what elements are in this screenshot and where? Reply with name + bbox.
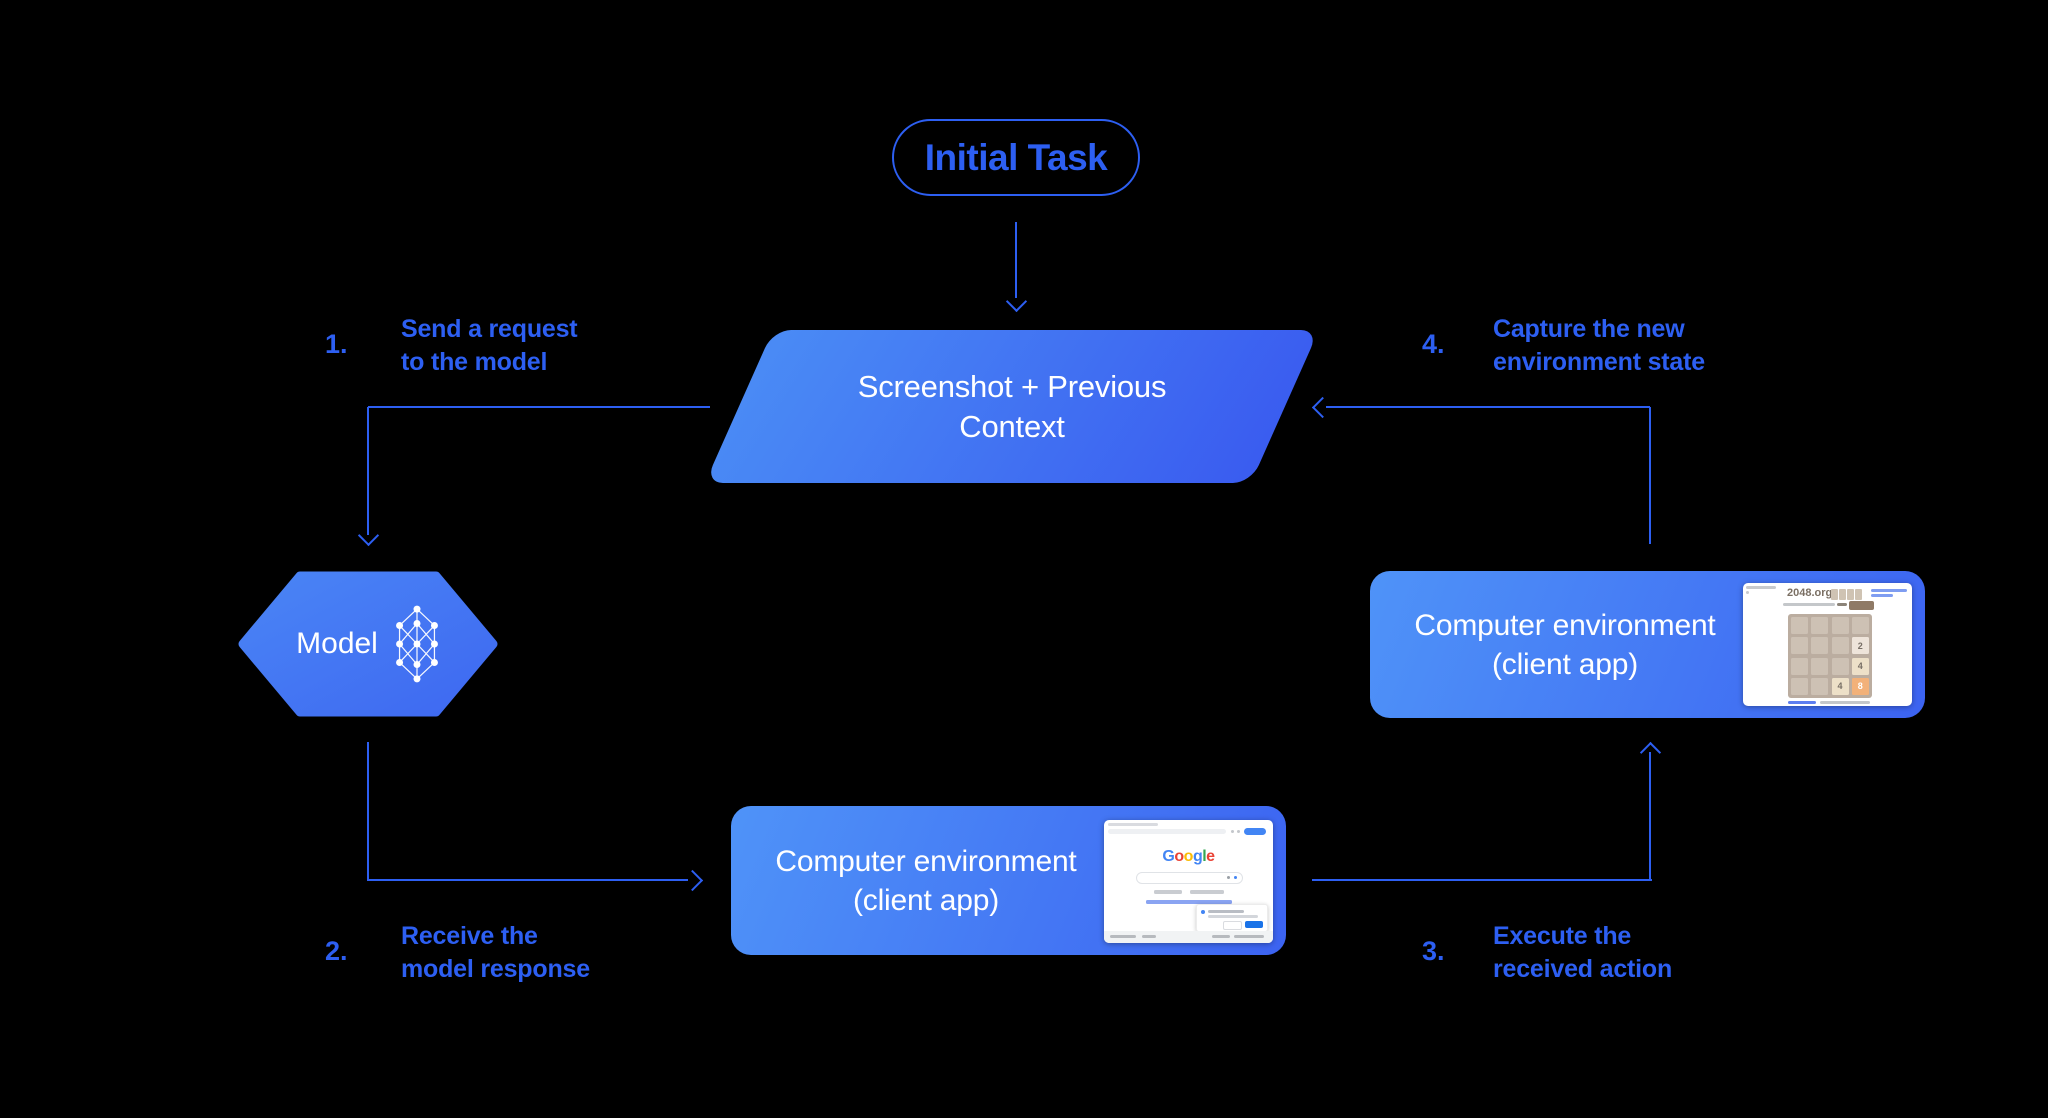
search-input	[1136, 872, 1243, 884]
env-right-line1: Computer environment	[1414, 608, 1716, 642]
env-right-line2: (client app)	[1491, 647, 1638, 681]
browser-menu-dot	[1237, 830, 1240, 833]
site-title: 2048.org	[1787, 587, 1833, 599]
browser-chrome-dot	[1746, 591, 1749, 594]
tagline-bold-bar	[1837, 602, 1847, 606]
initial-task-label: Initial Task	[924, 136, 1108, 178]
signin-dialog	[1196, 904, 1268, 932]
score-box	[1839, 589, 1846, 600]
footer-link-bar	[1110, 935, 1136, 938]
step-4-number: 4.	[1422, 329, 1445, 359]
connector-env-to-context	[1326, 406, 1650, 408]
footer-link-bar	[1234, 935, 1264, 938]
browser-menu-dot	[1231, 830, 1234, 833]
arrowhead-right-icon	[681, 869, 704, 892]
dialog-secondary-button	[1223, 921, 1242, 930]
arrowhead-down-icon	[1005, 290, 1028, 313]
score-box	[1831, 589, 1838, 600]
search-button-bar	[1154, 890, 1182, 894]
score-box	[1847, 589, 1854, 600]
connector-env-to-env-rise	[1649, 752, 1651, 880]
tile-4: 4	[1831, 677, 1849, 695]
mic-icon	[1227, 876, 1230, 879]
arrowhead-up-icon	[1639, 741, 1662, 764]
connector-env-to-context-rise	[1649, 407, 1651, 544]
model-node: Model	[238, 571, 498, 717]
score-box	[1855, 589, 1862, 600]
address-bar	[1108, 829, 1226, 834]
new-game-button	[1849, 601, 1874, 610]
step-2-number: 2.	[325, 936, 348, 966]
language-links-bar	[1146, 900, 1232, 904]
dialog-text-bar	[1208, 915, 1258, 918]
step-3-number: 3.	[1422, 936, 1445, 966]
page-footer	[1104, 931, 1273, 943]
lens-icon	[1234, 876, 1237, 879]
signin-pill-button	[1244, 828, 1266, 835]
google-search-thumbnail: Google	[1104, 820, 1273, 943]
connector-model-to-env-run	[368, 879, 688, 881]
model-label: Model	[296, 627, 378, 660]
hexagon-shape	[238, 571, 498, 717]
env-bottom-line1: Computer environment	[775, 844, 1077, 878]
game-grid: 2 4 4 8	[1788, 614, 1872, 698]
header-link-bar	[1871, 589, 1907, 592]
footer-link-bar	[1142, 935, 1156, 938]
2048-game-thumbnail: 2048.org 2 4 4 8	[1743, 583, 1912, 706]
connector-model-to-env	[367, 742, 369, 881]
arrowhead-down-icon	[357, 524, 380, 547]
step-1-number: 1.	[325, 329, 348, 359]
step-4-label: Capture the new environment state	[1493, 315, 1705, 376]
lucky-button-bar	[1190, 890, 1224, 894]
step-2-label: Receive the model response	[401, 922, 590, 983]
connector-task-to-context	[1015, 222, 1017, 298]
screenshot-context-node: Screenshot + Previous Context	[704, 330, 1319, 483]
google-logo: Google	[1162, 848, 1215, 865]
computer-environment-node-right: Computer environment (client app) 2048.o…	[1370, 571, 1925, 718]
connector-context-to-model	[368, 406, 710, 408]
footer-link-bar	[1788, 701, 1816, 704]
arrowhead-left-icon	[1311, 396, 1334, 419]
neural-network-icon	[395, 605, 438, 683]
tagline-bar	[1783, 603, 1835, 606]
browser-chrome-bar	[1746, 586, 1776, 589]
env-bottom-line2: (client app)	[852, 883, 999, 917]
computer-environment-node-bottom: Computer environment (client app) Google	[731, 806, 1286, 955]
dialog-text-bar	[1208, 910, 1244, 913]
initial-task-node: Initial Task	[892, 119, 1140, 196]
screenshot-context-line2: Context	[959, 408, 1065, 444]
tile-8: 8	[1851, 677, 1869, 695]
dialog-primary-button	[1245, 921, 1263, 928]
footer-link-bar	[1212, 935, 1230, 938]
browser-tab-bar	[1108, 823, 1158, 826]
header-link-bar	[1871, 594, 1893, 597]
step-1-label: Send a request to the model	[401, 315, 578, 376]
connector-context-to-model-drop	[367, 407, 369, 535]
step-3-label: Execute the received action	[1493, 922, 1673, 983]
connector-env-to-env	[1312, 879, 1652, 881]
google-g-icon	[1201, 910, 1205, 914]
tile-2: 2	[1851, 637, 1869, 655]
footer-text-bar	[1820, 701, 1870, 704]
tile-4: 4	[1851, 657, 1869, 675]
screenshot-context-line1: Screenshot + Previous	[857, 368, 1167, 404]
